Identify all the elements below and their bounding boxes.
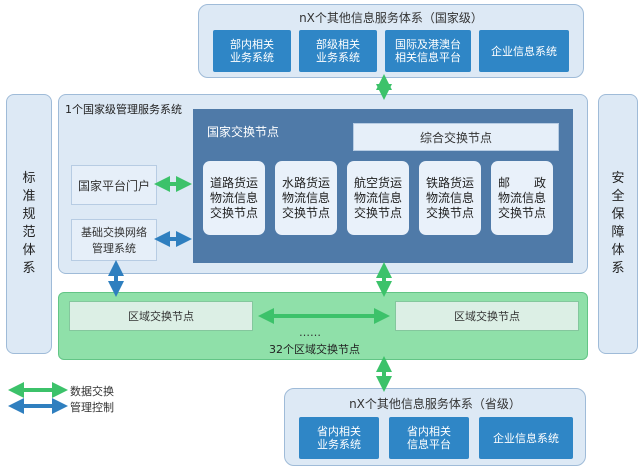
provincial-services-title: nX个其他信息服务体系（省级） [349, 397, 521, 411]
legend-data-exchange: 数据交换 [70, 385, 114, 398]
air-freight-node: 航空货运 物流信息 交换节点 [347, 161, 409, 235]
regional-band: 区域交换节点 区域交换节点 …… 32个区域交换节点 [58, 292, 588, 360]
rail-freight-node: 铁路货运 物流信息 交换节点 [419, 161, 481, 235]
security-system-label: 安全保障体系 [611, 171, 625, 276]
enterprise-info-system-bottom: 企业信息系统 [479, 417, 573, 459]
regional-dots: …… [299, 326, 321, 339]
security-system-panel: 安全保障体系 [598, 94, 638, 354]
national-portal: 国家平台门户 [71, 165, 157, 205]
regional-caption: 32个区域交换节点 [269, 343, 360, 356]
national-services-title: nX个其他信息服务体系（国家级） [299, 11, 483, 25]
postal-node: 邮 政 物流信息 交换节点 [491, 161, 553, 235]
international-info-platform: 国际及港澳台 相关信息平台 [385, 30, 471, 72]
national-management-title: 1个国家级管理服务系统 [65, 103, 182, 116]
national-services-panel: nX个其他信息服务体系（国家级） 部内相关 业务系统 部级相关 业务系统 国际及… [198, 4, 584, 78]
national-management-panel: 1个国家级管理服务系统 国家平台门户 基础交换网络 管理系统 国家交换节点 综合… [58, 94, 588, 274]
comprehensive-exchange-node: 综合交换节点 [353, 123, 559, 151]
ministerial-business-system: 部级相关 业务系统 [299, 30, 377, 72]
regional-node-right: 区域交换节点 [395, 301, 579, 331]
water-freight-node: 水路货运 物流信息 交换节点 [275, 161, 337, 235]
ministry-business-system: 部内相关 业务系统 [213, 30, 291, 72]
regional-node-left: 区域交换节点 [69, 301, 253, 331]
provincial-info-platform: 省内相关 信息平台 [389, 417, 469, 459]
national-exchange-area: 国家交换节点 综合交换节点 道路货运 物流信息 交换节点 水路货运 物流信息 交… [193, 109, 573, 263]
national-exchange-title: 国家交换节点 [207, 125, 280, 139]
provincial-business-system: 省内相关 业务系统 [299, 417, 379, 459]
standards-system-panel: 标准规范体系 [6, 94, 52, 354]
provincial-services-panel: nX个其他信息服务体系（省级） 省内相关 业务系统 省内相关 信息平台 企业信息… [284, 388, 586, 466]
legend-management: 管理控制 [70, 401, 114, 414]
network-management-system: 基础交换网络 管理系统 [71, 219, 157, 261]
enterprise-info-system-top: 企业信息系统 [479, 30, 569, 72]
road-freight-node: 道路货运 物流信息 交换节点 [203, 161, 265, 235]
standards-system-label: 标准规范体系 [22, 171, 36, 276]
